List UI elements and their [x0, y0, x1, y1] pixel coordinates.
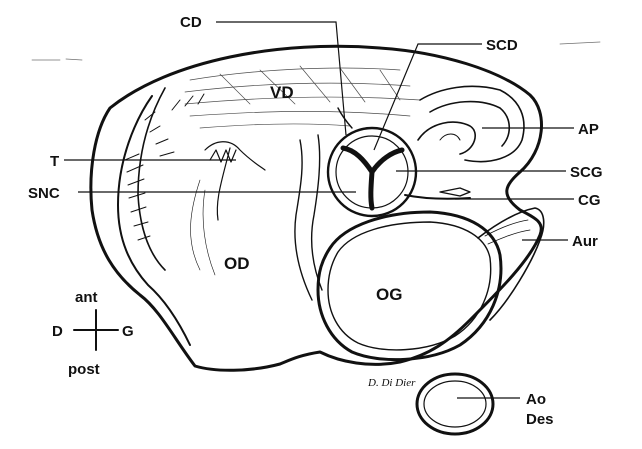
label-ant: ant [75, 289, 98, 306]
vd-texture [185, 66, 420, 128]
label-og: OG [376, 285, 402, 304]
label-cd: CD [180, 14, 202, 31]
aortic-valve [328, 108, 470, 216]
label-cg: CG [578, 192, 601, 209]
label-ao: Ao [526, 391, 546, 408]
label-t: T [50, 153, 59, 170]
label-d: D [52, 323, 63, 340]
label-post: post [68, 361, 100, 378]
pulmonary-artery [418, 86, 524, 161]
heart-outline [91, 46, 542, 370]
labels: CD SCD VD AP T SCG SNC CG Aur OD OG ant … [28, 14, 603, 428]
label-snc: SNC [28, 185, 60, 202]
leader-lines [64, 22, 574, 398]
label-vd: VD [270, 83, 294, 102]
label-od: OD [224, 254, 250, 273]
label-scg: SCG [570, 164, 603, 181]
left-ventricle [318, 212, 501, 360]
label-aur: Aur [572, 233, 598, 250]
label-ap: AP [578, 121, 599, 138]
label-des: Des [526, 411, 554, 428]
label-scd: SCD [486, 37, 518, 54]
descending-aorta [417, 374, 493, 434]
label-g: G [122, 323, 134, 340]
orientation-cross [74, 310, 118, 350]
artist-signature: D. Di Dier [367, 377, 416, 389]
